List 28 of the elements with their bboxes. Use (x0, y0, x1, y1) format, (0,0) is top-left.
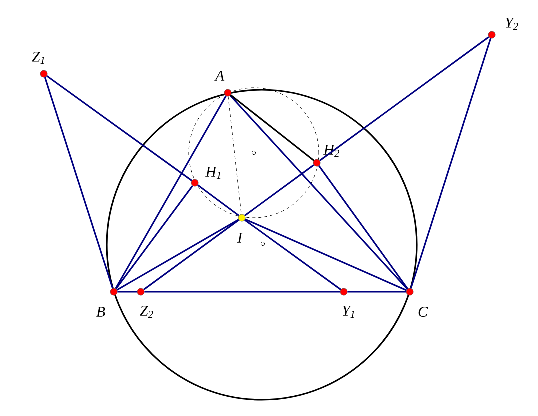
point-label: Z$_{2}$ (140, 306, 154, 318)
line-segment (244, 220, 342, 290)
point-label: Y$_{2}$ (506, 18, 518, 30)
line-segment (118, 291, 138, 293)
line-segment (230, 95, 408, 290)
line-segment (116, 219, 240, 291)
line-segment (244, 164, 314, 216)
point-label: B (96, 307, 106, 317)
point-label: Z$_{1}$ (32, 52, 44, 64)
line-segment (318, 166, 408, 290)
point-label: Y$_{1}$ (342, 306, 354, 318)
point-label: H$_{1}$ (206, 167, 221, 179)
dashed-line (228, 96, 242, 215)
line-segment (46, 76, 192, 182)
point-label: A (214, 71, 225, 81)
line-segment (144, 291, 340, 293)
line-segment (115, 96, 227, 290)
line-segment (44, 77, 114, 289)
point-label: C (418, 306, 428, 318)
line-segment (144, 220, 240, 290)
line-segment (116, 185, 194, 290)
line-segment (410, 38, 492, 289)
line-segment (348, 291, 406, 293)
point-label: I (237, 233, 244, 243)
line-segment (320, 36, 490, 162)
line-segment (198, 184, 240, 216)
line-segment (245, 218, 407, 292)
line-segment (230, 94, 315, 162)
